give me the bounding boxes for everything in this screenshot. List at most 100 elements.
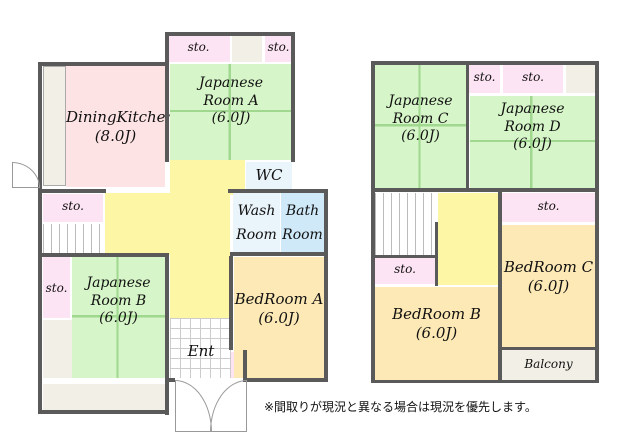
room-name: Room bbox=[236, 226, 277, 243]
bedroom-b-label: BedRoom B(6.0J) bbox=[375, 305, 498, 343]
storage-label: sto. bbox=[62, 199, 84, 213]
wall bbox=[371, 380, 599, 383]
disclaimer-note: ※間取りが現況と異なる場合は現況を優先します。 bbox=[264, 400, 537, 414]
front-door[interactable] bbox=[175, 380, 212, 432]
room-name: DiningKitchen bbox=[66, 108, 176, 126]
japanese-room-a bbox=[170, 64, 292, 160]
storage-label: sto. bbox=[45, 281, 68, 295]
closet bbox=[566, 65, 595, 93]
bedroom-b bbox=[375, 287, 498, 380]
wall bbox=[229, 256, 233, 350]
bedroom-a bbox=[234, 257, 324, 378]
wall bbox=[371, 61, 375, 383]
room-name: Room C bbox=[392, 110, 449, 127]
balcony-label: Balcony bbox=[524, 357, 573, 371]
room-name: BedRoom B bbox=[392, 305, 481, 323]
wall bbox=[498, 347, 598, 350]
wall bbox=[165, 32, 295, 36]
wall bbox=[435, 222, 438, 286]
dining-kitchen-label: DiningKitchen(8.0J) bbox=[66, 108, 176, 146]
storage-2f-1 bbox=[469, 65, 500, 93]
storage-label: sto. bbox=[537, 199, 560, 213]
wall bbox=[165, 32, 169, 162]
wall bbox=[466, 61, 469, 191]
storage-label: sto. bbox=[187, 40, 210, 54]
japanese-room-c bbox=[375, 65, 466, 188]
closet bbox=[232, 35, 262, 62]
wall bbox=[38, 410, 168, 414]
room-name: Room bbox=[282, 226, 323, 243]
entrance bbox=[170, 318, 232, 378]
storage-label: sto. bbox=[473, 70, 496, 84]
storage-label: sto. bbox=[394, 262, 416, 276]
room-size: (6.0J) bbox=[527, 276, 570, 295]
wall bbox=[38, 62, 168, 66]
wall bbox=[165, 378, 175, 382]
wall bbox=[38, 62, 42, 414]
kitchen-counter bbox=[43, 66, 66, 186]
room-name: Room B bbox=[90, 292, 147, 309]
storage-1f-b bbox=[43, 257, 70, 318]
hallway-2f bbox=[438, 193, 498, 285]
veranda-bottom bbox=[43, 384, 165, 412]
entrance-label: Ent bbox=[187, 342, 215, 360]
room-name: Room A bbox=[203, 92, 259, 109]
room-size: (8.0J) bbox=[94, 126, 137, 145]
room-size: (6.0J) bbox=[415, 323, 458, 342]
wall bbox=[228, 189, 328, 193]
wc-label: WC bbox=[255, 166, 283, 184]
room-size: (6.0J) bbox=[258, 308, 300, 327]
japanese-room-d bbox=[470, 96, 595, 188]
room-name: Wash bbox=[237, 203, 276, 219]
wall bbox=[165, 253, 169, 415]
storage-label: sto. bbox=[522, 70, 544, 84]
room-name: Japanese bbox=[86, 275, 151, 291]
wc bbox=[246, 162, 292, 190]
hallway bbox=[105, 193, 230, 255]
room-size: (6.0J) bbox=[99, 310, 138, 326]
stairs-1f bbox=[43, 224, 103, 254]
room-size: (6.0J) bbox=[211, 110, 251, 126]
wall bbox=[38, 253, 168, 257]
wall bbox=[498, 190, 502, 382]
wall bbox=[38, 189, 106, 193]
veranda bbox=[43, 320, 72, 378]
wall bbox=[371, 61, 599, 65]
storage-1f-top-right bbox=[265, 35, 292, 62]
wall bbox=[324, 189, 328, 381]
room-name: Room D bbox=[504, 118, 561, 135]
storage-2f-left bbox=[375, 258, 435, 284]
storage-1f-top-left bbox=[167, 35, 230, 62]
room-name: Japanese bbox=[198, 75, 264, 91]
bedroom-c bbox=[502, 225, 595, 347]
front-door[interactable] bbox=[210, 380, 247, 432]
storage-label: sto. bbox=[267, 40, 290, 54]
wall bbox=[595, 61, 599, 383]
balcony bbox=[502, 350, 595, 380]
storage-1f-left bbox=[43, 194, 103, 222]
room-name: Japanese bbox=[500, 101, 565, 117]
bedroom-c-label: BedRoom C(6.0J) bbox=[502, 258, 595, 296]
wall bbox=[371, 255, 437, 258]
room-size: (6.0J) bbox=[401, 128, 440, 144]
room-name: Bath bbox=[285, 203, 320, 219]
room-name: BedRoom C bbox=[503, 258, 594, 276]
wash-room bbox=[233, 193, 280, 252]
room-size: (6.0J) bbox=[513, 136, 552, 152]
japanese-room-b bbox=[72, 257, 165, 378]
wall bbox=[291, 32, 295, 162]
storage-2f-2 bbox=[503, 65, 563, 93]
room-name: BedRoom A bbox=[234, 290, 324, 308]
kitchen-door[interactable] bbox=[12, 162, 40, 188]
storage-2f-right bbox=[502, 193, 595, 222]
bedroom-a-label: BedRoom A(6.0J) bbox=[234, 290, 324, 328]
bath-room bbox=[281, 193, 324, 252]
wall bbox=[230, 252, 328, 256]
wall bbox=[243, 378, 328, 382]
